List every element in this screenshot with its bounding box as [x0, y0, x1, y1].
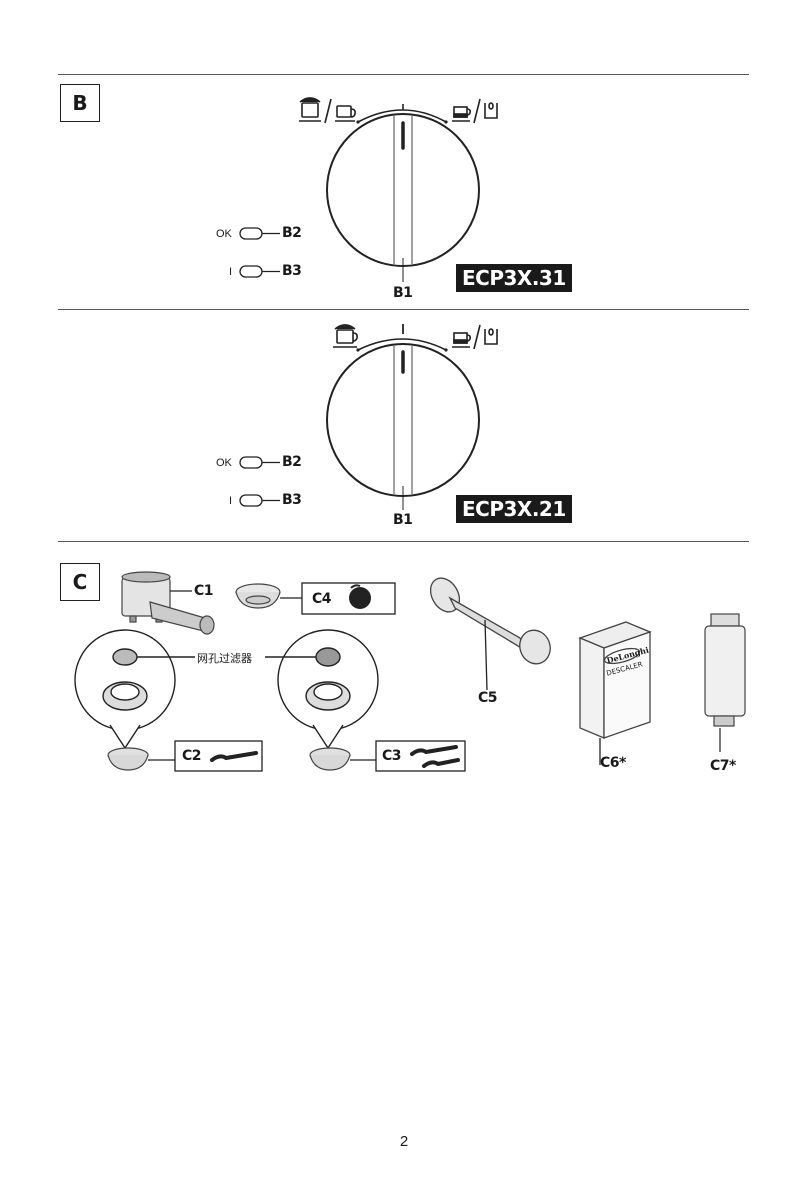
filter-c3-icon — [310, 748, 376, 770]
descaler-box-icon — [580, 622, 650, 765]
filter-c4-icon — [236, 584, 302, 608]
one-label-2: I — [229, 495, 232, 507]
portafilter-icon — [122, 572, 214, 634]
page-number: 2 — [0, 1133, 808, 1150]
cup-icons-right-2 — [452, 325, 497, 349]
tamper-icon — [425, 573, 555, 690]
label-c5: C5 — [478, 690, 497, 706]
rule-bottom — [58, 541, 749, 542]
ok-label-2: OK — [216, 457, 232, 469]
label-b2-2: B2 — [282, 454, 301, 470]
filter-c3-magnifier — [265, 630, 378, 748]
label-b3-2: B3 — [282, 492, 301, 508]
label-c7: C7* — [710, 758, 736, 774]
cup-icons-left-2 — [333, 325, 357, 347]
label-c1: C1 — [194, 583, 213, 599]
label-b3-1: B3 — [282, 263, 301, 279]
label-c2: C2 — [182, 748, 201, 764]
dial-panel-1 — [0, 0, 808, 310]
label-c4: C4 — [312, 591, 331, 607]
filter-note: 网孔过滤器 — [197, 650, 252, 666]
filter-c2-magnifier — [75, 630, 195, 748]
label-b2-1: B2 — [282, 225, 301, 241]
ok-label-1: OK — [216, 228, 232, 240]
water-filter-icon — [705, 614, 745, 752]
label-c6: C6* — [600, 755, 626, 771]
model-badge-1: ECP3X.31 — [456, 264, 572, 292]
cup-icons-left — [299, 98, 355, 123]
label-b1-2: B1 — [393, 512, 412, 528]
label-c3: C3 — [382, 748, 401, 764]
model-badge-2: ECP3X.21 — [456, 495, 572, 523]
accessories-illustration — [0, 560, 808, 800]
filter-c2-icon — [108, 748, 175, 770]
cup-icons-right — [452, 99, 497, 123]
one-label-1: I — [229, 266, 232, 278]
label-b1-1: B1 — [393, 285, 412, 301]
